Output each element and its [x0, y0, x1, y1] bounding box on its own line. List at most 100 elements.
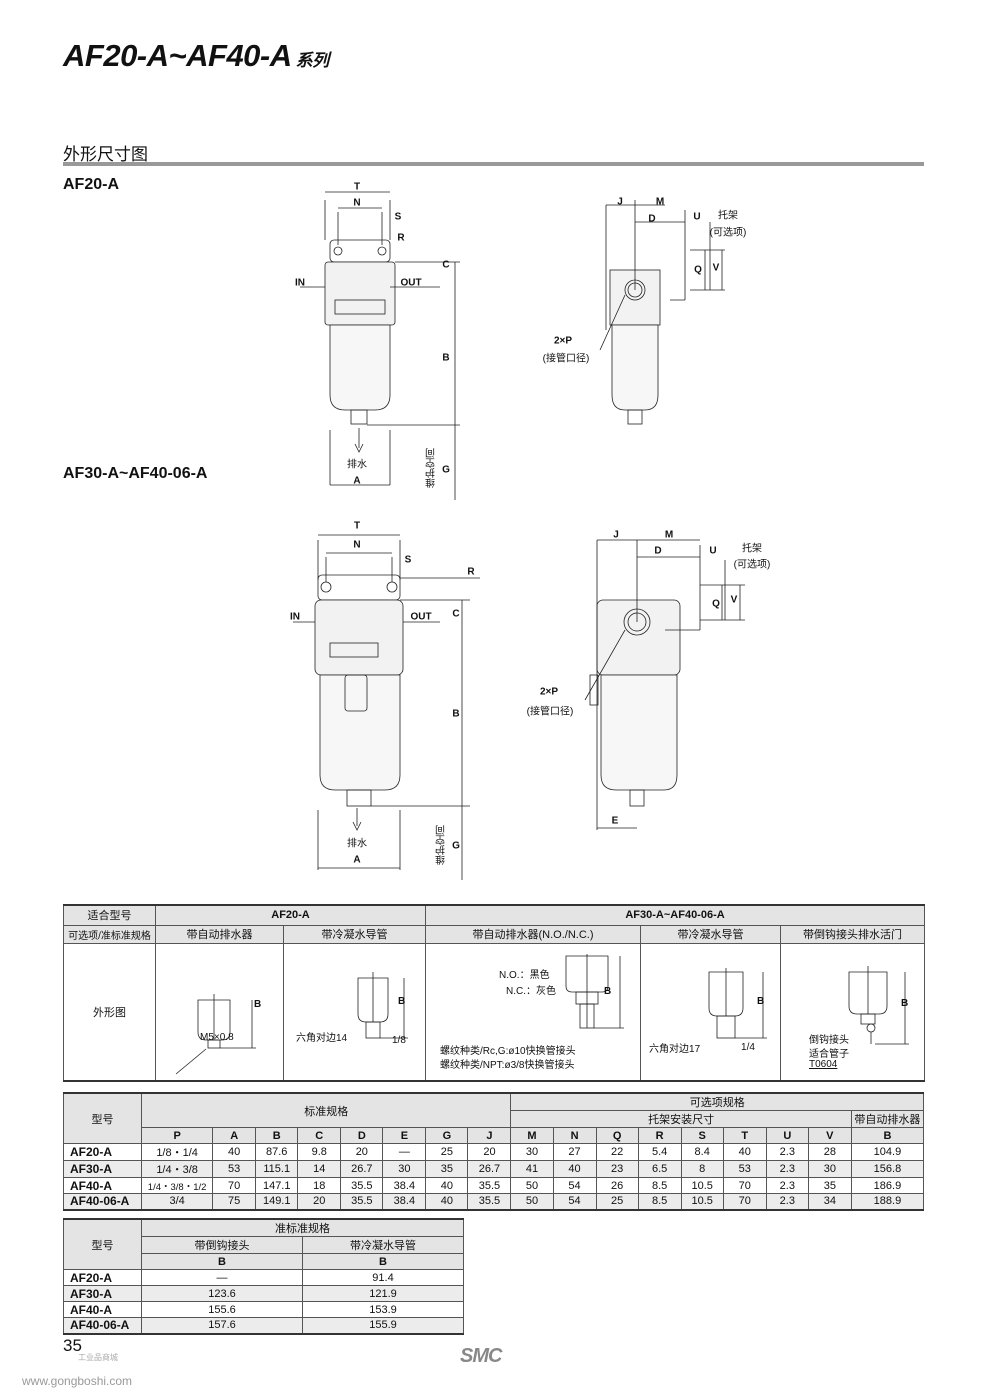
model-header: 型号 [62, 1092, 143, 1144]
dim-G: G [442, 464, 450, 476]
value-cell: 26.7 [340, 1160, 384, 1178]
dim-D: D [648, 213, 656, 225]
option-af20-autodrain: M5×0.8 B [156, 943, 283, 1080]
value-cell: — [382, 1143, 427, 1161]
value-cell: 30 [382, 1160, 427, 1178]
dim-J: J [617, 196, 623, 208]
dim-col-header: N [552, 1127, 597, 1144]
col-header: 带倒钩接头排水活门 [780, 924, 926, 944]
value-cell: 70 [212, 1177, 257, 1194]
note-rc-g: 螺纹种类/Rc,G:ø10快换管接头 [440, 1045, 576, 1057]
value-cell: 38.4 [382, 1177, 427, 1194]
value-cell: 35 [425, 1160, 469, 1178]
applicable-model-label: 适合型号 [63, 904, 156, 926]
dim-B: B [901, 997, 909, 1009]
value-cell: 18 [297, 1177, 342, 1194]
port-label: 2×P [553, 335, 573, 347]
value-cell: 20 [467, 1143, 512, 1161]
value-cell: 121.9 [302, 1285, 464, 1302]
optional-label: (可选项) [733, 559, 771, 571]
bowl-drawing [357, 971, 408, 1038]
dim-S: S [404, 554, 412, 566]
dim-C: C [442, 259, 450, 271]
value-cell: — [141, 1269, 303, 1286]
value-cell: 53 [212, 1160, 257, 1178]
port-note: (接管口径) [526, 706, 574, 718]
value-cell: 20 [297, 1193, 342, 1210]
optional-label: (可选项) [709, 227, 747, 239]
value-cell: 28 [807, 1143, 852, 1161]
dim-col-header: B [255, 1127, 299, 1144]
dim-N: N [353, 197, 361, 209]
tube-model: T0604 [809, 1058, 838, 1070]
bowl-drawing [175, 993, 256, 1074]
value-cell: 50 [510, 1177, 554, 1194]
value-cell: 147.1 [255, 1177, 299, 1194]
value-cell: 115.1 [255, 1160, 299, 1178]
out-label: OUT [400, 277, 422, 289]
value-cell: 25 [595, 1193, 639, 1210]
value-cell: 10.5 [680, 1193, 724, 1210]
value-cell: 40 [425, 1193, 469, 1210]
dim-B: B [442, 352, 450, 364]
nc-color-label: N.C.：灰色 [506, 985, 557, 997]
dim-col-header: E [382, 1127, 427, 1144]
autodrain-header: 带自动排水器 [850, 1110, 925, 1128]
value-cell: 27 [552, 1143, 597, 1161]
value-cell: 2.3 [765, 1160, 809, 1178]
value-cell: 40 [722, 1143, 767, 1161]
bowl-drawing [708, 967, 768, 1038]
value-cell: 1/4・3/8・1/2 [141, 1177, 214, 1194]
value-cell: 155.6 [141, 1301, 303, 1318]
value-cell: 104.9 [850, 1143, 925, 1161]
diagram-heading-af20: AF20-A [63, 176, 120, 193]
col-header: 带冷凝水导管 [282, 924, 427, 944]
value-cell: 123.6 [141, 1285, 303, 1302]
dim-header: B [141, 1253, 303, 1270]
dim-col-header: S [680, 1127, 724, 1144]
value-cell: 54 [552, 1177, 597, 1194]
dim-N: N [353, 539, 361, 551]
model-cell: AF40-A [63, 1301, 142, 1318]
value-cell: 1/8・1/4 [141, 1143, 214, 1161]
dim-J: J [613, 529, 619, 541]
value-cell: 22 [595, 1143, 639, 1161]
maintenance-space-label: 维护空间 [436, 825, 448, 865]
col-header: 带自动排水器(N.O./N.C.) [425, 924, 642, 944]
value-cell: 20 [340, 1143, 384, 1161]
section-divider [63, 162, 924, 166]
model-cell: AF40-06-A [62, 1193, 143, 1210]
dim-col-header: U [765, 1127, 809, 1144]
hex-label: 六角对边17 [649, 1043, 701, 1055]
value-cell: 35.5 [467, 1193, 512, 1210]
no-color-label: N.O.：黑色 [499, 969, 550, 981]
value-cell: 26 [595, 1177, 639, 1194]
option-barb-drain: 倒钩接头 适合管子 T0604 B [781, 943, 924, 1080]
dim-B: B [452, 708, 460, 720]
value-cell: 75 [212, 1193, 257, 1210]
dim-col-header: V [807, 1127, 852, 1144]
value-cell: 186.9 [850, 1177, 925, 1194]
model-cell: AF40-06-A [63, 1317, 142, 1334]
option-autodrain-nonc: N.O.：黑色 N.C.：灰色 螺纹种类/Rc,G:ø10快换管接头 螺纹种类/… [426, 943, 640, 1080]
drain-label: 排水 [347, 838, 367, 850]
value-cell: 23 [595, 1160, 639, 1178]
page-number: 35 [63, 1336, 82, 1355]
option-condensate: 六角对边17 1/4 B [641, 943, 780, 1080]
bracket-header: 托架安装尺寸 [510, 1110, 852, 1128]
value-cell: 8 [680, 1160, 724, 1178]
barb-label: 倒钩接头 [809, 1034, 850, 1046]
dim-E: E [611, 815, 619, 827]
dimension-drawings [293, 191, 745, 880]
dim-B: B [757, 995, 765, 1007]
value-cell: 14 [297, 1160, 342, 1178]
tube-label: 适合管子 [809, 1048, 850, 1060]
dim-T: T [353, 520, 361, 532]
value-cell: 40 [212, 1143, 257, 1161]
size-label: 1/8 [392, 1034, 406, 1046]
value-cell: 8.5 [637, 1193, 682, 1210]
drain-label: 排水 [347, 459, 367, 471]
dim-col-header: P [141, 1127, 214, 1144]
